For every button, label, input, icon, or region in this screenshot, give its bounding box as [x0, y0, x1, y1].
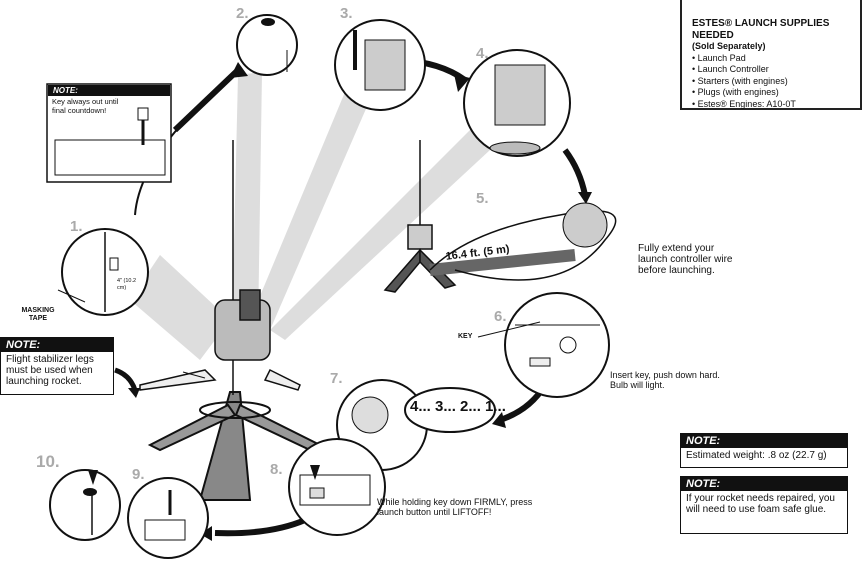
supplies-list: Launch Pad Launch Controller Starters (w…	[692, 53, 852, 111]
rocket-figure	[139, 289, 301, 391]
note-legs-heading: NOTE:	[1, 338, 113, 352]
countdown-text: 4... 3... 2... 1...	[410, 398, 506, 415]
arrow-8-to-9	[214, 517, 307, 537]
caption-hold-key: While holding key down FIRMLY, press lau…	[377, 497, 533, 517]
caption-insert-key: Insert key, push down hard. Bulb will li…	[610, 370, 720, 390]
step-number-2: 2.	[236, 5, 249, 22]
supplies-item: Plugs (with engines)	[692, 87, 852, 99]
note-key-heading: NOTE:	[48, 85, 170, 96]
speech-bubble	[404, 387, 496, 433]
beam-step3	[250, 80, 372, 330]
step-number-7: 7.	[330, 370, 343, 387]
circle-step10	[49, 469, 121, 541]
masking-tape-label: MASKING TAPE	[21, 307, 55, 322]
key-label: KEY	[458, 333, 473, 340]
measure-label: 4" (10.2 cm)	[117, 278, 137, 291]
note-legs-text: Flight stabilizer legs must be used when…	[6, 354, 94, 387]
note-repair-text: If your rocket needs repaired, you will …	[686, 493, 835, 515]
circle-step9	[127, 477, 209, 559]
beam-step1	[130, 255, 230, 360]
circle-step2	[236, 14, 298, 76]
controller-wire	[429, 210, 617, 281]
step-number-1: 1.	[70, 218, 83, 235]
step-number-6: 6.	[494, 308, 507, 325]
note-legs: NOTE: Flight stabilizer legs must be use…	[0, 337, 114, 395]
supplies-item: Estes® Engines: A10-0T	[692, 99, 852, 111]
arrow-4-to-5	[562, 148, 588, 196]
step-number-3: 3.	[340, 5, 353, 22]
note-key: NOTE: Key always out until final countdo…	[48, 85, 170, 116]
supplies-box: ESTES® LAUNCH SUPPLIES NEEDED (Sold Sepa…	[680, 0, 862, 110]
step-number-9: 9.	[132, 466, 145, 483]
note-repair-heading: NOTE:	[681, 477, 847, 491]
supplies-subtitle: (Sold Separately)	[692, 41, 766, 51]
arrow-note-to-legs	[114, 367, 138, 391]
step-number-8: 8.	[270, 461, 283, 478]
step-number-10: 10.	[36, 452, 60, 471]
beam-step2	[232, 72, 262, 330]
note-repair: NOTE: If your rocket needs repaired, you…	[680, 476, 848, 534]
note-weight: NOTE: Estimated weight: .8 oz (22.7 g)	[680, 433, 848, 468]
supplies-item: Launch Pad	[692, 53, 852, 65]
supplies-title: ESTES® LAUNCH SUPPLIES NEEDED	[692, 18, 830, 41]
supplies-item: Launch Controller	[692, 64, 852, 76]
caption-extend-wire: Fully extend your launch controller wire…	[638, 243, 733, 276]
beam-step4	[270, 130, 490, 340]
note-key-text: Key always out until final countdown!	[52, 97, 119, 115]
circle-step6	[504, 292, 610, 398]
note-weight-text: Estimated weight: .8 oz (22.7 g)	[686, 450, 827, 461]
step-number-5: 5.	[476, 190, 489, 207]
note-weight-heading: NOTE:	[681, 434, 847, 448]
supplies-item: Starters (with engines)	[692, 76, 852, 88]
people-photo	[562, 202, 608, 248]
step-number-4: 4.	[476, 45, 489, 62]
arrow-key-to-2	[172, 67, 241, 133]
